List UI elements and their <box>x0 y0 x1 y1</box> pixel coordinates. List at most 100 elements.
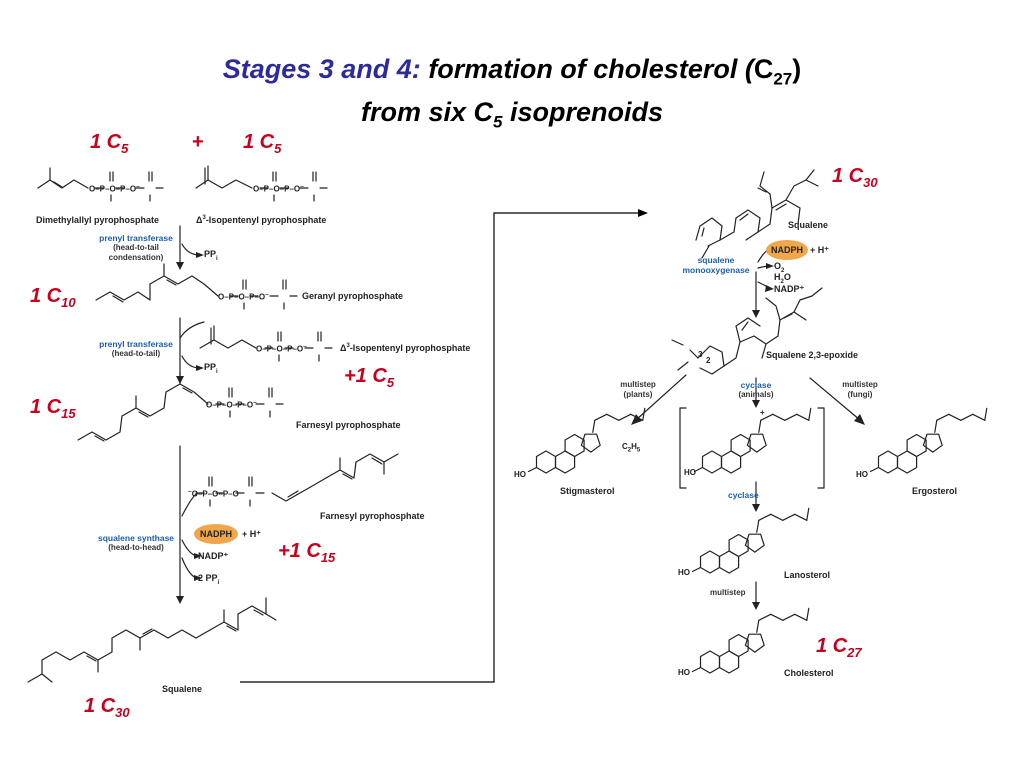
pathway-arrows-right <box>635 249 861 605</box>
ergosterol-chain-6 <box>984 407 988 421</box>
intermediate-chain-5 <box>796 413 810 421</box>
cofactor-nadp-right: NADP⁺ <box>774 284 805 294</box>
cholesterol-chain-4 <box>782 613 796 621</box>
title-lead: Stages 3 and 4: <box>222 54 421 84</box>
isopentenyl-structure <box>195 165 328 202</box>
title-c27-sub: 27 <box>773 69 793 89</box>
note-multistep-plants: multistep (plants) <box>620 380 656 399</box>
cofactor-hplus-left: + H⁺ <box>242 529 262 539</box>
stigmasterol-chain-4 <box>618 413 632 421</box>
name-farnesyl-2: Farnesyl pyrophosphate <box>320 511 425 521</box>
atom-ho-lanosterol: HO <box>678 568 690 577</box>
atom-c2h5: C2H5 <box>622 442 641 454</box>
label-c10: 1 C10 <box>30 285 76 310</box>
label-c30-top: 1 C30 <box>832 165 878 190</box>
note-multistep-fungi: multistep (fungi) <box>842 380 878 399</box>
ergosterol-ring-a <box>877 450 899 474</box>
cofactor-ppi-1: PPi <box>204 249 218 262</box>
label-plus: + <box>192 131 204 153</box>
cofactor-nadp-left: NADP⁺ <box>198 551 229 561</box>
enzyme-cyclase-2: cyclase <box>728 490 759 500</box>
label-c5-right: 1 C5 <box>243 131 282 156</box>
lanosterol-ring-c <box>728 533 749 558</box>
atom-num-3: 3 <box>698 350 703 359</box>
cofactor-hplus-right: + H⁺ <box>810 245 830 255</box>
cholesterol-ring-d <box>744 633 765 653</box>
cofactor-2ppi: 2 PPi <box>198 573 220 586</box>
stigmasterol-chain-1 <box>592 419 596 433</box>
intermediate-ring-a <box>701 450 723 474</box>
name-geranyl: Geranyl pyrophosphate <box>302 291 404 301</box>
intermediate-chain-3 <box>772 413 786 421</box>
stigmasterol-ring-c <box>564 433 585 458</box>
intermediate-ring-c <box>730 433 751 458</box>
lanosterol-chain-3 <box>770 513 784 521</box>
lanosterol-chain-6 <box>806 507 810 521</box>
cofactor-nadph-left: NADPH <box>194 524 238 544</box>
ergosterol-ring-d <box>922 433 943 453</box>
title-line2-post: isoprenoids <box>502 97 664 127</box>
stigmasterol-chain-6 <box>642 407 646 421</box>
atom-o: O–P–O–P–O– <box>89 183 140 194</box>
title-c27: C <box>753 54 774 84</box>
name-farnesyl: Farnesyl pyrophosphate <box>296 420 401 430</box>
ergosterol-chain-5 <box>972 413 986 421</box>
epoxide-structure <box>671 287 823 375</box>
label-c30-bottom: 1 C30 <box>84 695 130 720</box>
lanosterol-ring-a <box>699 550 721 574</box>
cofactor-h2o: H2O <box>774 272 791 285</box>
stigmasterol-ring-d <box>580 433 601 453</box>
atom-o: O–P–O–P–O– <box>253 183 304 194</box>
intermediate-chain-4 <box>784 413 798 421</box>
cholesterol-ring-a <box>699 650 721 674</box>
label-c5-left: 1 C5 <box>90 131 129 156</box>
cofactor-ppi-2: PPi <box>204 362 218 375</box>
name-epoxide: Squalene 2,3-epoxide <box>766 350 859 360</box>
title-line2-sub: 5 <box>493 112 503 132</box>
label-plus-c15: +1 C15 <box>278 540 336 565</box>
lanosterol-ho-bond <box>691 566 702 573</box>
lanosterol-ring-d <box>744 533 765 553</box>
intermediate-chain-2 <box>760 413 774 421</box>
lanosterol-chain-2 <box>758 513 772 521</box>
name-ergosterol: Ergosterol <box>912 486 958 496</box>
lanosterol-chain-1 <box>756 519 760 533</box>
note-multistep: multistep <box>710 588 746 597</box>
cofactor-nadph-right: NADPH <box>766 240 808 260</box>
name-squalene-left: Squalene <box>162 684 203 694</box>
ergosterol-chain-3 <box>948 413 962 421</box>
name-isopentenyl: Δ3-Isopentenyl pyrophosphate <box>196 215 327 225</box>
intermediate-ring-d <box>746 433 767 453</box>
stigmasterol-chain-3 <box>606 413 620 421</box>
enzyme-cyclase-animals: cyclase (animals) <box>738 380 774 399</box>
atom-ho-stigmasterol: HO <box>514 470 526 479</box>
name-lanosterol: Lanosterol <box>784 570 831 580</box>
atom-o: O–P–O–P–O– <box>256 343 307 354</box>
title-c27-close: ) <box>792 54 802 84</box>
connector-arrow <box>240 212 640 683</box>
sterol-rings <box>527 407 988 674</box>
name-dimethylallyl: Dimethylallyl pyrophosphate <box>36 215 160 225</box>
name-cholesterol: Cholesterol <box>784 668 834 678</box>
atom-o: O–P–O–P–O– <box>206 399 257 410</box>
atom-ho-cholesterol: HO <box>678 668 690 677</box>
name-squalene-right: Squalene <box>788 220 829 230</box>
intermediate-ho-bond <box>693 466 704 473</box>
stigmasterol-ring-a <box>535 450 557 474</box>
enzyme-prenyl-transferase-1: prenyl transferase (head-to-tail condens… <box>99 233 173 262</box>
stigmasterol-ho-bond <box>527 466 538 473</box>
dimethylallyl-structure <box>37 167 164 202</box>
atom-o: O–P–O–P–O– <box>218 291 269 302</box>
cholesterol-ho-bond <box>691 666 702 673</box>
ergosterol-ho-bond <box>869 466 880 473</box>
geranyl-structure <box>95 263 298 310</box>
cholesterol-chain-2 <box>758 613 772 621</box>
atom-o: –O–P–O–P–O <box>188 488 239 499</box>
enzyme-squalene-synthase: squalene synthase (head-to-head) <box>97 533 175 552</box>
name-stigmasterol: Stigmasterol <box>560 486 615 496</box>
name-isopentenyl-2: Δ3-Isopentenyl pyrophosphate <box>340 343 471 353</box>
cofactor-o2: O2 <box>774 261 785 274</box>
cholesterol-chain-5 <box>794 613 808 621</box>
ergosterol-ring-c <box>906 433 927 458</box>
